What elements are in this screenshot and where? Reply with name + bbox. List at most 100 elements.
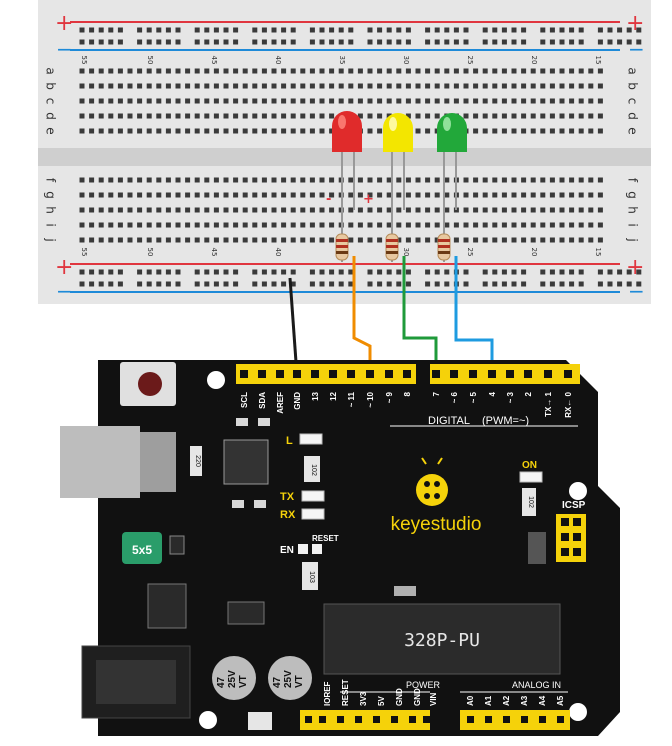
breadboard-hole — [597, 192, 603, 198]
header-pin[interactable] — [488, 370, 496, 378]
breadboard-hole — [309, 192, 315, 198]
header-pin[interactable] — [506, 370, 514, 378]
power-pin-label: RESET — [341, 679, 350, 706]
breadboard-hole — [242, 68, 248, 74]
header-pin[interactable] — [564, 370, 572, 378]
breadboard-hole — [117, 192, 123, 198]
rail-hole — [271, 281, 277, 287]
digital-pin-label: GND — [293, 392, 302, 410]
header-pin[interactable] — [305, 716, 312, 723]
breadboard-hole — [588, 83, 594, 89]
breadboard-hole — [194, 177, 200, 183]
header-pin[interactable] — [485, 716, 492, 723]
header-pin[interactable] — [539, 716, 546, 723]
breadboard-hole — [156, 207, 162, 213]
breadboard-hole — [597, 68, 603, 74]
breadboard-hole — [386, 207, 392, 213]
breadboard-hole — [511, 207, 517, 213]
resistor-103-label: 103 — [308, 571, 315, 583]
header-pin[interactable] — [557, 716, 564, 723]
header-pin[interactable] — [403, 370, 411, 378]
breadboard-hole — [290, 98, 296, 104]
rail-hole — [233, 27, 239, 33]
breadboard-hole — [463, 207, 469, 213]
header-pin[interactable] — [373, 716, 380, 723]
breadboard-hole — [98, 83, 104, 89]
atmega-chip — [323, 603, 561, 675]
breadboard-hole — [79, 237, 85, 243]
header-pin[interactable] — [524, 370, 532, 378]
breadboard-hole — [89, 192, 95, 198]
icsp-pin[interactable] — [573, 548, 581, 556]
header-pin[interactable] — [409, 716, 416, 723]
power-header[interactable] — [300, 710, 430, 730]
breadboard-hole — [549, 237, 555, 243]
breadboard-hole — [146, 83, 152, 89]
header-pin[interactable] — [337, 716, 344, 723]
digital-header-left[interactable] — [236, 364, 416, 384]
breadboard-hole — [434, 98, 440, 104]
header-pin[interactable] — [366, 370, 374, 378]
rail-hole — [578, 269, 584, 275]
header-pin[interactable] — [258, 370, 266, 378]
breadboard-hole — [425, 113, 431, 119]
header-pin[interactable] — [293, 370, 301, 378]
icsp-pin[interactable] — [561, 518, 569, 526]
breadboard-hole — [511, 237, 517, 243]
icsp-pin[interactable] — [573, 518, 581, 526]
header-pin[interactable] — [432, 370, 440, 378]
breadboard-hole — [511, 68, 517, 74]
breadboard-hole — [194, 222, 200, 228]
header-pin[interactable] — [311, 370, 319, 378]
breadboard-hole — [319, 222, 325, 228]
breadboard-hole — [530, 68, 536, 74]
header-pin[interactable] — [469, 370, 477, 378]
column-number: 45 — [210, 56, 218, 65]
rail-hole — [319, 39, 325, 45]
header-pin[interactable] — [347, 370, 355, 378]
rail-hole — [146, 39, 152, 45]
analog-header[interactable] — [460, 710, 570, 730]
icsp-pin[interactable] — [561, 533, 569, 541]
header-pin[interactable] — [503, 716, 510, 723]
rail-hole — [329, 27, 335, 33]
header-pin[interactable] — [467, 716, 474, 723]
digital-header-right[interactable] — [430, 364, 580, 384]
reset-button[interactable] — [138, 372, 162, 396]
header-pin[interactable] — [385, 370, 393, 378]
rail-hole — [204, 269, 210, 275]
breadboard-hole — [501, 222, 507, 228]
breadboard-hole — [242, 128, 248, 134]
header-pin[interactable] — [423, 716, 430, 723]
icsp-header[interactable] — [556, 514, 586, 562]
breadboard-hole — [300, 98, 306, 104]
rail-hole — [444, 281, 450, 287]
breadboard-hole — [165, 192, 171, 198]
breadboard-hole — [357, 207, 363, 213]
icsp-pin[interactable] — [573, 533, 581, 541]
row-letter: e — [626, 127, 640, 134]
header-pin[interactable] — [521, 716, 528, 723]
breadboard-hole — [357, 68, 363, 74]
header-pin[interactable] — [240, 370, 248, 378]
header-pin[interactable] — [450, 370, 458, 378]
header-pin[interactable] — [355, 716, 362, 723]
breadboard-hole — [89, 222, 95, 228]
breadboard-hole — [597, 237, 603, 243]
smd-component — [528, 532, 546, 564]
breadboard-hole — [492, 68, 498, 74]
rail-hole — [463, 269, 469, 275]
breadboard-hole — [242, 222, 248, 228]
breadboard-hole — [405, 177, 411, 183]
icsp-pin[interactable] — [561, 548, 569, 556]
header-pin[interactable] — [329, 370, 337, 378]
header-pin[interactable] — [544, 370, 552, 378]
digital-pin-label: 7 — [432, 391, 441, 396]
breadboard-hole — [588, 113, 594, 119]
breadboard-hole — [127, 237, 133, 243]
breadboard-hole — [415, 237, 421, 243]
header-pin[interactable] — [391, 716, 398, 723]
resistor-220-array — [190, 446, 202, 476]
header-pin[interactable] — [319, 716, 326, 723]
header-pin[interactable] — [276, 370, 284, 378]
